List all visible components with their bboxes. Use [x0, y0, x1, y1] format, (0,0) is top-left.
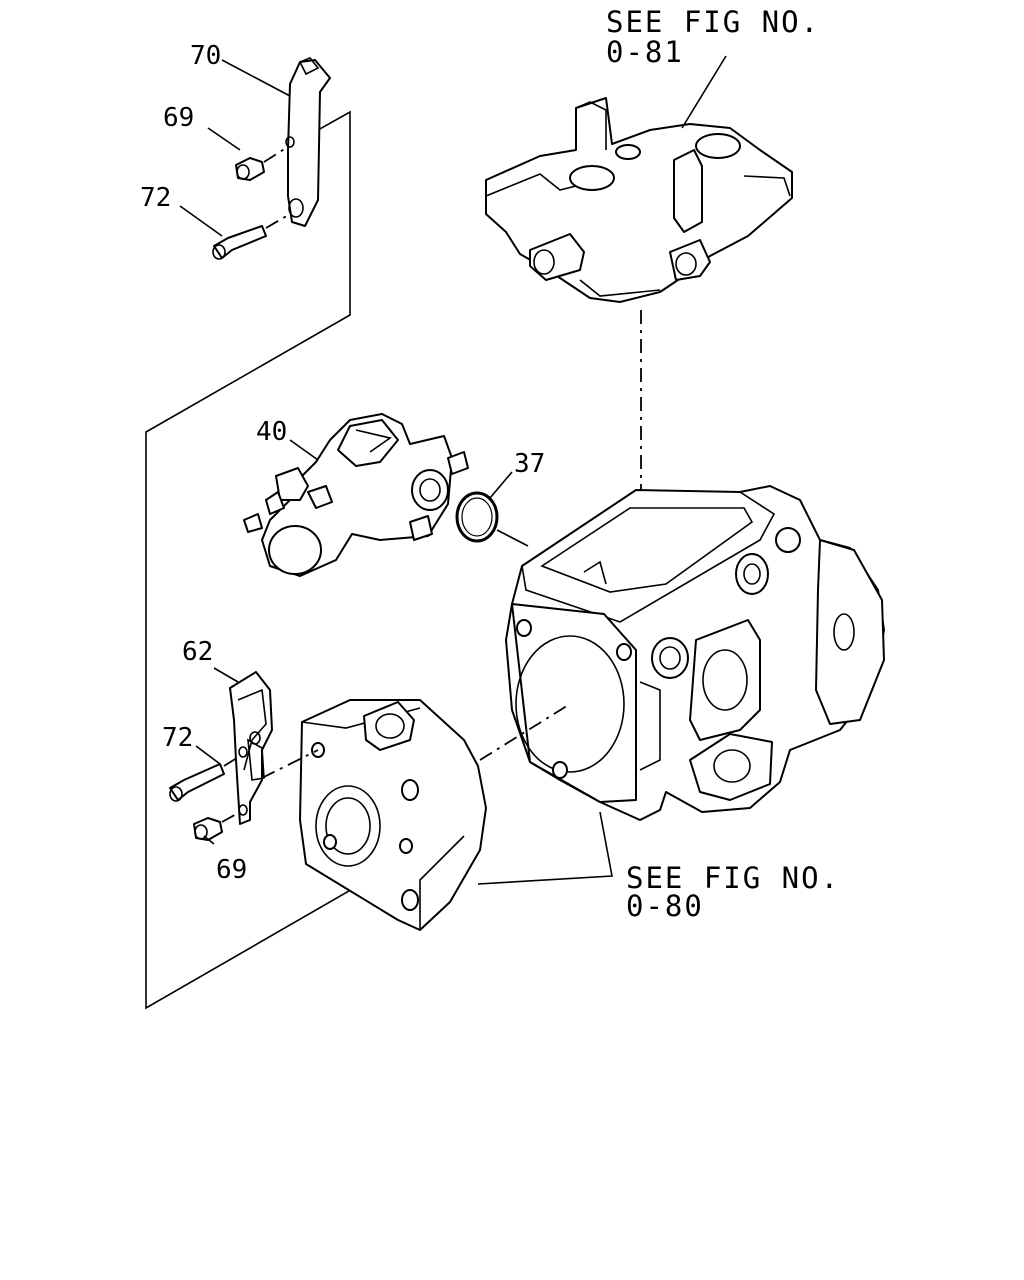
- part-69-bolt-upper: [235, 147, 287, 181]
- assembly-frame-line: [145, 110, 421, 1010]
- leader-72-upper: [179, 205, 223, 237]
- part-37-o-ring: [455, 491, 529, 547]
- callout-72-upper: 72: [140, 183, 171, 213]
- alignment-line-housing-body: [479, 703, 571, 761]
- pump-head-top: [485, 97, 793, 303]
- callout-70: 70: [190, 41, 221, 71]
- leader-see-fig-0-80: [477, 811, 613, 885]
- leader-40: [289, 439, 319, 461]
- callout-37: 37: [514, 449, 545, 479]
- leader-69-upper: [207, 127, 241, 151]
- leader-70: [221, 59, 291, 97]
- part-72-bolt-lower: [169, 755, 241, 802]
- see-fig-top-line2: 0-81: [606, 35, 684, 69]
- pump-body-main: [505, 485, 885, 821]
- leader-69-lower: [203, 835, 215, 845]
- callout-72-lower: 72: [162, 723, 193, 753]
- alignment-line-bracket-housing: [261, 749, 319, 779]
- see-fig-bottom-line1: SEE FIG NO.: [626, 861, 840, 895]
- see-fig-top-line1: SEE FIG NO.: [606, 5, 820, 39]
- leader-37: [489, 471, 513, 499]
- leader-see-fig-0-81: [681, 55, 727, 129]
- part-72-bolt-upper: [212, 213, 291, 260]
- part-70-bracket: [285, 57, 331, 227]
- part-69-bolt-lower: [193, 811, 241, 841]
- part-62-bracket: [213, 667, 273, 825]
- callout-69-lower: 69: [216, 855, 247, 885]
- callout-62: 62: [182, 637, 213, 667]
- part-40-actuator: [243, 413, 469, 577]
- callout-69-upper: 69: [163, 103, 194, 133]
- pump-housing-lower: [299, 699, 487, 931]
- callout-40: 40: [256, 417, 287, 447]
- see-fig-bottom-line2: 0-80: [626, 889, 704, 923]
- leader-72-lower: [195, 745, 221, 765]
